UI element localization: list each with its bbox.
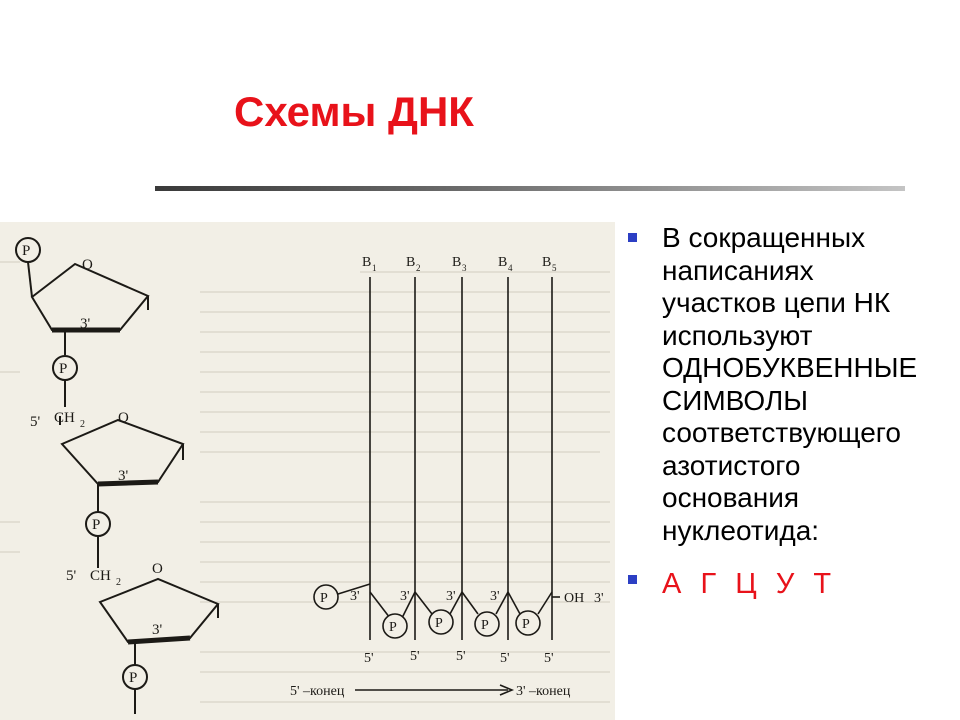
bond [27, 261, 33, 298]
bullet-list: В сокращенных написаниях участков цепи Н… [626, 222, 956, 601]
bullet-line: азотистого [662, 449, 801, 481]
base-index: 2 [416, 263, 421, 273]
bond [537, 591, 553, 615]
bullet-line: соответствующего [662, 417, 901, 448]
phosphate-label: P [92, 517, 100, 533]
c3-label: 3' [152, 622, 163, 638]
ring-oxygen-label: O [82, 257, 93, 273]
bullet-line: нуклеотида: [662, 514, 820, 546]
oh-label: OH [564, 591, 584, 606]
base-index: 3 [462, 263, 467, 273]
base-letter: B [362, 255, 371, 270]
nucleotide-symbols: А Г Ц У Т [662, 568, 833, 600]
ring-oxygen-label: O [152, 561, 163, 577]
left-chain-labels: P P P P O O O 3' 3' 3' 5' CH 2 5' CH 2 [22, 243, 163, 686]
bond [414, 591, 433, 615]
phosphate-label: P [129, 670, 137, 686]
ch2-label: CH [90, 568, 111, 584]
phosphate-circle [15, 237, 41, 263]
phosphate-circle [313, 584, 339, 610]
prime3-label: 3' [400, 589, 410, 604]
ring-oxygen-label: O [118, 410, 129, 426]
base-index: 4 [508, 263, 513, 273]
direction-arrowhead [499, 684, 515, 696]
phosphate-circle [382, 613, 408, 639]
base-index: 5 [552, 263, 557, 273]
title-divider [155, 186, 905, 191]
prime3-label: 3' [350, 589, 360, 604]
bullet-line: В сокращенных [662, 222, 866, 253]
phosphate-circle [122, 664, 148, 690]
phosphate-circle [474, 611, 500, 637]
c3-label: 3' [118, 468, 129, 484]
phosphate-circle [428, 609, 454, 635]
prime3-label: 3' [446, 589, 456, 604]
three-prime-end-label: 3' –конец [516, 684, 571, 699]
phosphate-label: P [389, 620, 397, 635]
bond [337, 583, 371, 595]
bullet-symbols: А Г Ц У Т [626, 567, 956, 601]
phosphate-label: P [481, 618, 489, 633]
prime5-label: 5' [544, 651, 554, 666]
base-letter: B [498, 255, 507, 270]
bullet-line: СИМВОЛЫ [662, 384, 809, 416]
base-index: 1 [372, 263, 377, 273]
abbreviated-chain [313, 277, 560, 696]
prime5-label: 5' [410, 649, 420, 664]
bullet-square-icon [628, 233, 637, 242]
bond [369, 591, 391, 619]
ch2-subscript: 2 [80, 419, 85, 430]
bullet-line: используют [662, 319, 813, 351]
bullet-line: участков цепи НК [662, 287, 891, 318]
phosphate-label: P [320, 591, 328, 606]
phosphate-label: P [522, 617, 530, 632]
sugar-ring [98, 577, 220, 644]
bullet-line: основания [662, 482, 800, 513]
ch2-subscript: 2 [116, 577, 121, 588]
phosphate-circle [515, 610, 541, 636]
prime5-label: 5' [364, 651, 374, 666]
right-chain-labels: B 1 B 2 B 3 B 4 B 5 P P P P P 3' 3' 3' 3… [290, 255, 604, 699]
five-prime-end-label: 5' –конец [290, 684, 345, 699]
background-text-noise [0, 261, 610, 703]
paper-background [0, 222, 615, 720]
bond [461, 591, 479, 615]
bullet-square-icon [628, 575, 637, 584]
phosphate-label: P [435, 616, 443, 631]
sugar-phosphate-chain [15, 237, 220, 714]
c3-label: 3' [80, 316, 91, 332]
sugar-ring-front-edge [127, 635, 191, 645]
prime5-label: 5' [500, 651, 510, 666]
ch2-label: CH [54, 410, 75, 426]
sugar-ring [30, 262, 150, 331]
phosphate-label: P [22, 243, 30, 259]
prime3-label: 3' [490, 589, 500, 604]
bullet-line: ОДНОБУКВЕННЫЕ [662, 352, 918, 383]
dna-scheme-figure: P P P P O O O 3' 3' 3' 5' CH 2 5' CH 2 [0, 222, 615, 720]
c5-label: 5' [30, 414, 41, 430]
bond [401, 591, 416, 619]
c5-label: 5' [66, 568, 77, 584]
phosphate-circle [52, 355, 78, 381]
phosphate-label: P [59, 361, 67, 377]
prime5-label: 5' [456, 649, 466, 664]
bond [495, 591, 509, 615]
bullet-description: В сокращенных написаниях участков цепи Н… [626, 222, 956, 547]
sugar-ring [60, 418, 185, 486]
bond [449, 591, 463, 615]
base-letter: B [406, 255, 415, 270]
prime3-label: 3' [594, 591, 604, 606]
base-letter: B [542, 255, 551, 270]
bullet-line: написаниях [662, 254, 814, 286]
sugar-ring-front-edge [97, 479, 159, 487]
bond [507, 591, 521, 615]
phosphate-circle [85, 511, 111, 537]
slide-title: Схемы ДНК [234, 88, 474, 135]
base-letter: B [452, 255, 461, 270]
